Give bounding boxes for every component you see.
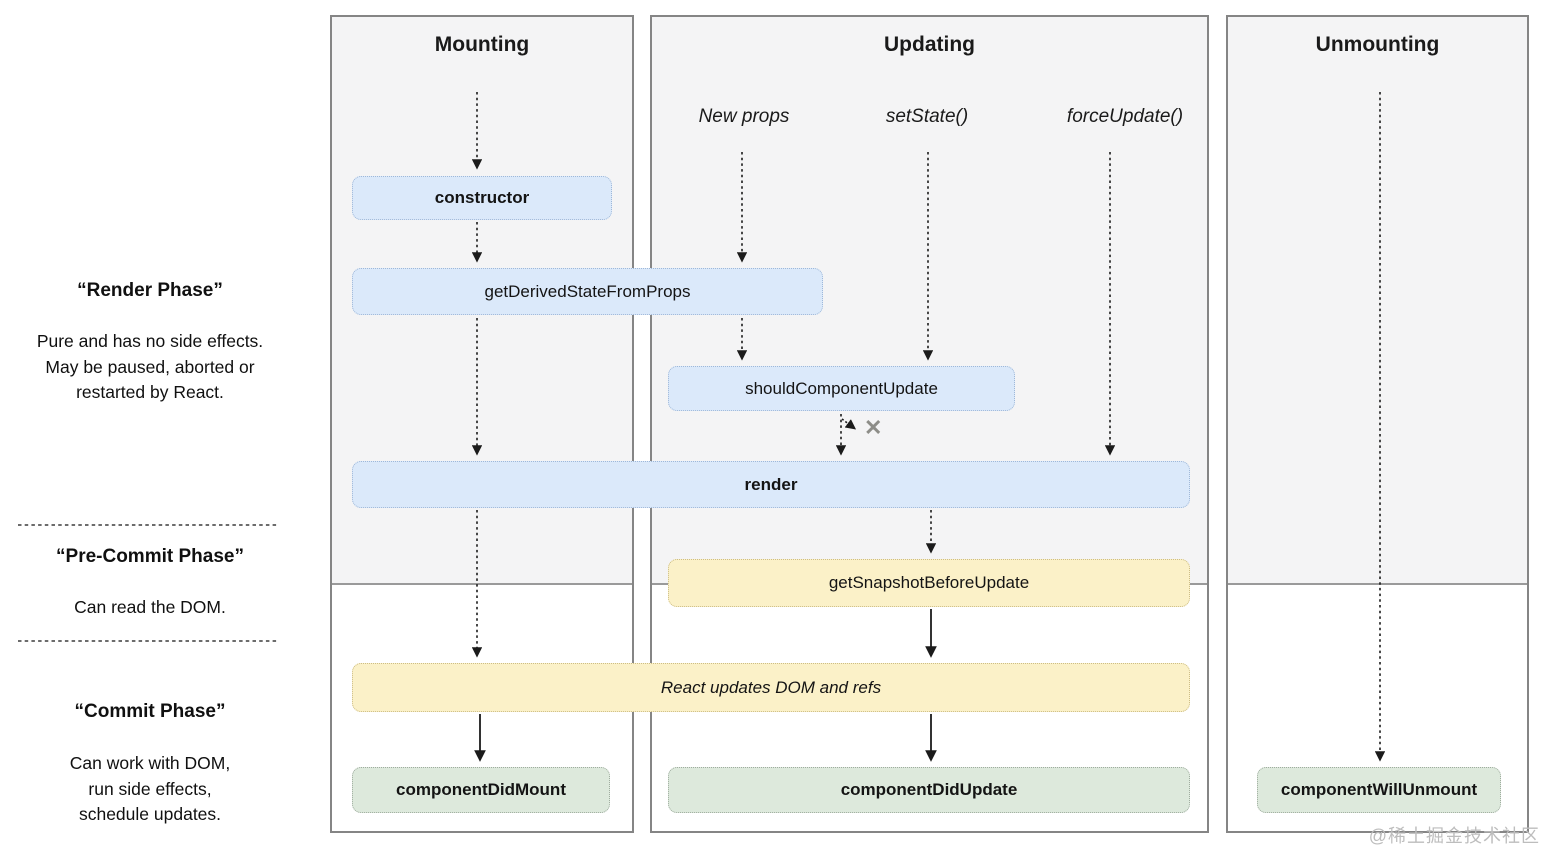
shouldcomponentupdate-box: shouldComponentUpdate [668, 366, 1015, 411]
getsnapshotbeforeupdate-box: getSnapshotBeforeUpdate [668, 559, 1190, 607]
pre-commit-phase-title: “Pre-Commit Phase” [56, 546, 244, 567]
watermark: @稀土掘金技术社区 [1368, 826, 1540, 846]
unmounting-column: Unmounting [1226, 15, 1529, 833]
unmounting-render-phase-shade [1228, 17, 1527, 585]
componentwillunmount-box: componentWillUnmount [1257, 767, 1501, 813]
forceupdate-trigger-label: forceUpdate() [1066, 106, 1184, 127]
commit-phase-title: “Commit Phase” [74, 701, 226, 722]
render-phase-description: Pure and has no side effects. May be pau… [36, 331, 264, 402]
skip-render-x-icon: ✕ [864, 415, 883, 440]
react-updates-dom-box: React updates DOM and refs [352, 663, 1190, 712]
getderivedstatefromprops-box: getDerivedStateFromProps [352, 268, 823, 315]
componentdidmount-box: componentDidMount [352, 767, 610, 813]
componentdidupdate-box: componentDidUpdate [668, 767, 1190, 813]
setstate-trigger-label: setState() [885, 106, 969, 127]
mounting-column-title: Mounting [434, 33, 530, 56]
unmounting-column-title: Unmounting [1315, 33, 1440, 56]
render-phase-title: “Render Phase” [77, 280, 223, 301]
updating-column-title: Updating [884, 33, 975, 56]
pre-commit-phase-description: Can read the DOM. [74, 597, 226, 617]
commit-phase-description: Can work with DOM, run side effects, sch… [69, 753, 231, 824]
new-props-trigger-label: New props [698, 106, 790, 127]
render-box: render [352, 461, 1190, 508]
constructor-box: constructor [352, 176, 612, 220]
